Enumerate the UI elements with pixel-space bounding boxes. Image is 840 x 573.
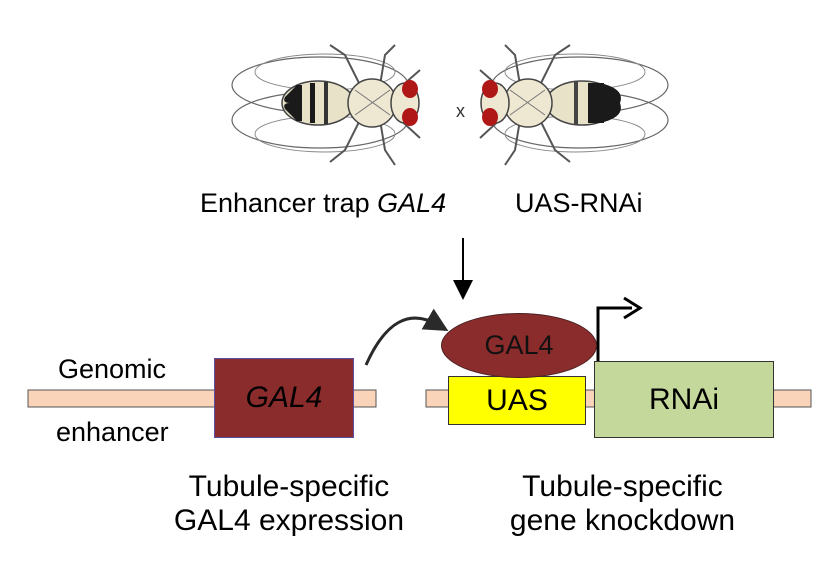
right-caption-line1: Tubule-specific [522, 470, 723, 503]
left-caption-line2: GAL4 expression [173, 503, 405, 537]
right-caption: Tubule-specific gene knockdown [475, 470, 770, 537]
left-caption-line1: Tubule-specific [188, 470, 390, 503]
uas-label: UAS [486, 383, 548, 417]
genomic-label: Genomic [58, 354, 167, 384]
cross-symbol: x [456, 101, 465, 121]
gal4-gene-box: GAL4 [214, 358, 354, 438]
transcription-start-arrow [596, 306, 632, 362]
gal4-protein-label: GAL4 [484, 330, 554, 360]
enhancer-trap-text: Enhancer trap [200, 188, 378, 218]
enhancer-label: enhancer [56, 417, 169, 447]
fly-icon-left [231, 44, 421, 166]
right-caption-line2: gene knockdown [509, 503, 736, 537]
uas-box: UAS [448, 376, 586, 425]
gal4-gene-label: GAL4 [245, 381, 323, 414]
gal4-protein-ellipse: GAL4 [441, 313, 597, 378]
enhancer-trap-gal4-italic: GAL4 [377, 188, 447, 218]
curved-arrow [364, 308, 449, 366]
uas-rnai-label: UAS-RNAi [515, 188, 643, 218]
rnai-box: RNAi [594, 361, 774, 438]
rnai-label: RNAi [648, 382, 719, 416]
left-caption: Tubule-specific GAL4 expression [139, 470, 439, 537]
fly-icon-right [479, 44, 669, 166]
enhancer-trap-label: Enhancer trap GAL4 [200, 190, 446, 217]
